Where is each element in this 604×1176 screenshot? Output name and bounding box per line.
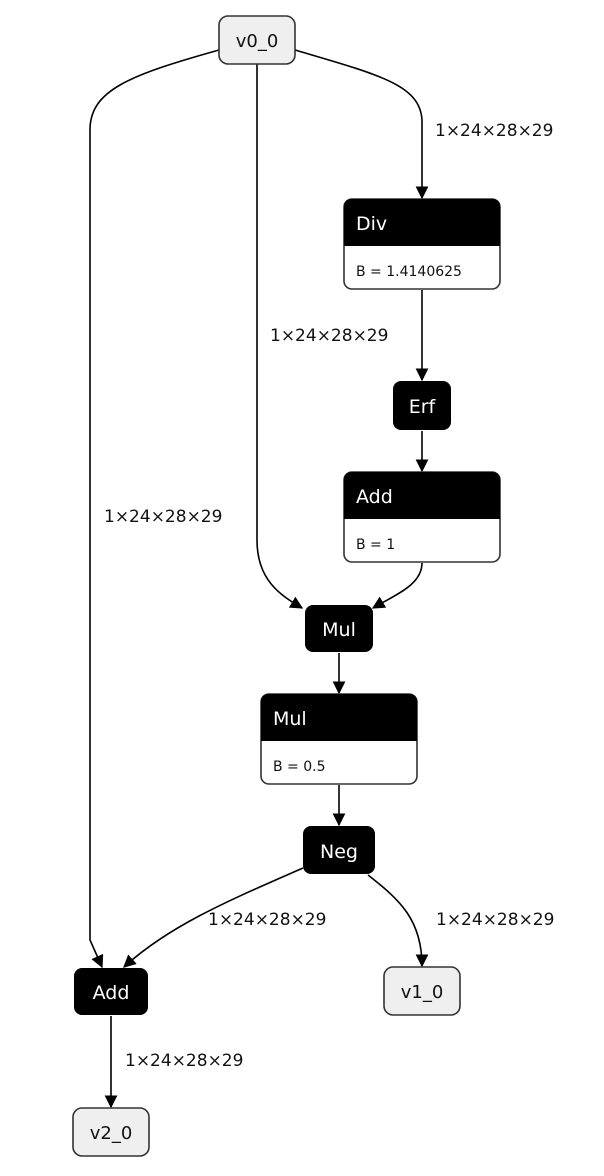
op-node-mul1[interactable]: Mul [305, 605, 373, 652]
output-node-v1[interactable]: v1_0 [383, 966, 461, 1016]
op-node-div-label: Div [356, 213, 387, 235]
op-node-mul2[interactable]: Mul B = 0.5 [260, 693, 418, 785]
edge-v0-to-add2[interactable] [89, 49, 220, 969]
op-node-div[interactable]: Div B = 1.4140625 [343, 198, 501, 290]
edge-label-v0-mul1: 1×24×28×29 [270, 326, 388, 346]
op-node-div-attr: B = 1.4140625 [356, 264, 462, 280]
edge-label-neg-v1: 1×24×28×29 [436, 910, 554, 930]
edge-label-neg-add2: 1×24×28×29 [208, 910, 326, 930]
op-node-add2-label: Add [93, 982, 130, 1004]
edge-neg-to-v1[interactable] [367, 874, 429, 968]
edge-neg-to-add2[interactable] [123, 867, 304, 968]
input-node-v0[interactable]: v0_0 [218, 15, 296, 65]
output-node-v1-label: v1_0 [401, 982, 444, 1003]
edge-v0-to-div[interactable] [294, 49, 429, 200]
op-node-add2[interactable]: Add [74, 968, 148, 1015]
edge-add1-to-mul1[interactable] [371, 562, 423, 609]
op-node-add1-attr: B = 1 [356, 537, 395, 553]
op-node-mul1-label: Mul [322, 619, 356, 641]
op-node-add1[interactable]: Add B = 1 [343, 471, 501, 563]
edge-label-add2-v2: 1×24×28×29 [125, 1051, 243, 1071]
op-node-erf-label: Erf [409, 396, 437, 418]
input-node-v0-label: v0_0 [236, 31, 279, 52]
edge-v0-to-mul1[interactable] [256, 64, 304, 609]
edge-label-v0-div: 1×24×28×29 [435, 121, 553, 141]
op-node-neg-label: Neg [320, 841, 358, 863]
op-node-mul2-label: Mul [273, 708, 307, 730]
op-node-neg[interactable]: Neg [303, 826, 375, 874]
edge-label-v0-add2: 1×24×28×29 [104, 507, 222, 527]
output-node-v2[interactable]: v2_0 [72, 1107, 150, 1157]
op-node-erf[interactable]: Erf [393, 381, 451, 430]
op-node-add1-label: Add [356, 486, 393, 508]
output-node-v2-label: v2_0 [90, 1123, 133, 1144]
op-node-mul2-attr: B = 0.5 [273, 759, 326, 775]
